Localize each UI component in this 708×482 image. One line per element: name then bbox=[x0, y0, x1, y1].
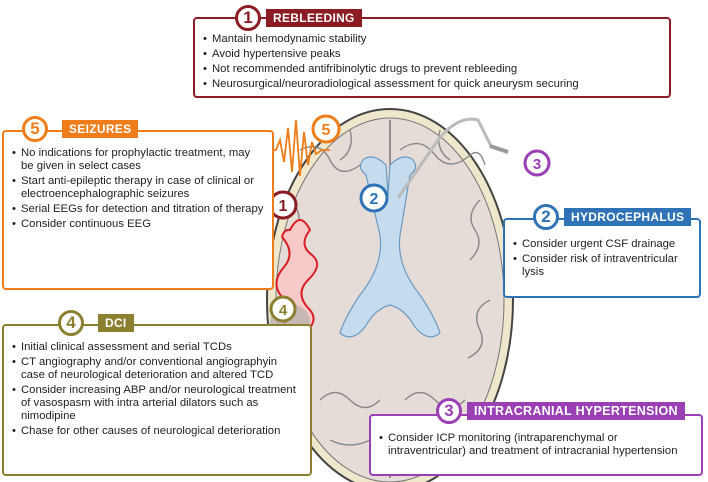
list-item: Consider ICP monitoring (intraparenchyma… bbox=[379, 432, 693, 458]
dci-number-badge: 4 bbox=[58, 310, 84, 336]
list-item: Mantain hemodynamic stability bbox=[203, 33, 661, 46]
eeg-wave-icon bbox=[268, 119, 330, 177]
svg-text:5: 5 bbox=[322, 122, 331, 139]
list-item: Serial EEGs for detection and titration … bbox=[12, 203, 264, 216]
list-item: Start anti-epileptic therapy in case of … bbox=[12, 175, 264, 201]
seizures-panel: No indications for prophylactic treatmen… bbox=[2, 130, 274, 290]
seizures-number-badge: 5 bbox=[22, 116, 48, 142]
seizures-title: SEIZURES bbox=[62, 120, 139, 138]
rebleeding-header: 1 REBLEEDING bbox=[235, 5, 362, 31]
rebleeding-title: REBLEEDING bbox=[266, 9, 362, 27]
intracranial-number-badge: 3 bbox=[436, 398, 462, 424]
brain-marker-3: 3 bbox=[523, 149, 551, 177]
hydrocephalus-list: Consider urgent CSF drainage Consider ri… bbox=[513, 238, 691, 279]
rebleeding-panel: Mantain hemodynamic stability Avoid hype… bbox=[193, 17, 671, 98]
brain-marker-4: 4 bbox=[269, 295, 297, 323]
dci-header: 4 DCI bbox=[58, 310, 134, 336]
hydrocephalus-header: 2 HYDROCEPHALUS bbox=[533, 204, 692, 230]
list-item: Initial clinical assessment and serial T… bbox=[12, 341, 302, 354]
dci-panel: Initial clinical assessment and serial T… bbox=[2, 324, 312, 476]
brain-marker-2: 2 bbox=[359, 183, 389, 213]
svg-text:3: 3 bbox=[533, 156, 541, 173]
seizures-list: No indications for prophylactic treatmen… bbox=[12, 147, 264, 231]
intracranial-title: INTRACRANIAL HYPERTENSION bbox=[467, 402, 685, 420]
intracranial-list: Consider ICP monitoring (intraparenchyma… bbox=[379, 432, 693, 458]
list-item: Consider risk of intraventricular lysis bbox=[513, 253, 691, 279]
intracranial-header: 3 INTRACRANIAL HYPERTENSION bbox=[436, 398, 685, 424]
dci-list: Initial clinical assessment and serial T… bbox=[12, 341, 302, 438]
svg-text:2: 2 bbox=[370, 191, 379, 208]
list-item: Chase for other causes of neurological d… bbox=[12, 425, 302, 438]
hydrocephalus-panel: Consider urgent CSF drainage Consider ri… bbox=[503, 218, 701, 298]
drain-catheter bbox=[396, 117, 494, 199]
rebleeding-number-badge: 1 bbox=[235, 5, 261, 31]
list-item: Consider urgent CSF drainage bbox=[513, 238, 691, 251]
seizures-header: 5 SEIZURES bbox=[22, 116, 139, 142]
dci-title: DCI bbox=[98, 314, 134, 332]
brain-marker-5: 5 bbox=[311, 114, 341, 144]
list-item: Neurosurgical/neuroradiological assessme… bbox=[203, 78, 661, 91]
svg-text:1: 1 bbox=[279, 198, 288, 215]
list-item: Consider increasing ABP and/or neurologi… bbox=[12, 384, 302, 423]
list-item: Consider continuous EEG bbox=[12, 218, 264, 231]
hydrocephalus-number-badge: 2 bbox=[533, 204, 559, 230]
intracranial-panel: Consider ICP monitoring (intraparenchyma… bbox=[369, 414, 703, 476]
hydrocephalus-title: HYDROCEPHALUS bbox=[564, 208, 692, 226]
list-item: Avoid hypertensive peaks bbox=[203, 48, 661, 61]
svg-text:4: 4 bbox=[279, 302, 288, 319]
list-item: CT angiography and/or conventional angio… bbox=[12, 356, 302, 382]
list-item: Not recommended antifribinolytic drugs t… bbox=[203, 63, 661, 76]
list-item: No indications for prophylactic treatmen… bbox=[12, 147, 264, 173]
rebleeding-list: Mantain hemodynamic stability Avoid hype… bbox=[203, 33, 661, 91]
